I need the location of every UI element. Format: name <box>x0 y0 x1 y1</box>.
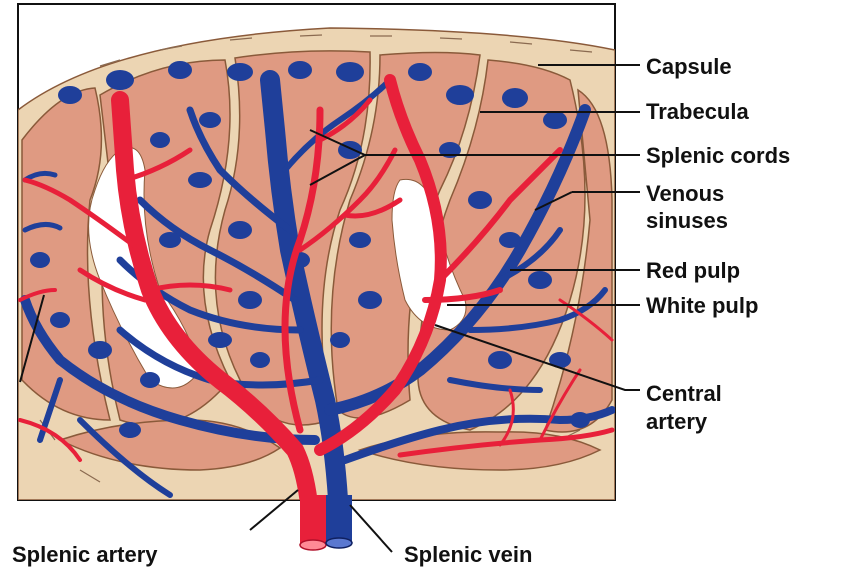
label-splenic-artery: Splenic artery <box>12 542 158 568</box>
label-trabecula: Trabecula <box>646 99 749 125</box>
label-capsule: Capsule <box>646 54 732 80</box>
label-splenic-cords: Splenic cords <box>646 143 790 169</box>
splenic-artery-stub <box>300 495 326 550</box>
label-red-pulp: Red pulp <box>646 258 740 284</box>
splenic-vein-stub <box>326 495 352 548</box>
label-central-artery-line1: Central <box>646 381 722 407</box>
label-splenic-vein: Splenic vein <box>404 542 532 568</box>
label-central-artery-line2: artery <box>646 409 707 435</box>
label-venous-sinuses-line1: Venous <box>646 181 724 207</box>
label-venous-sinuses-line2: sinuses <box>646 208 728 234</box>
label-white-pulp: White pulp <box>646 293 758 319</box>
